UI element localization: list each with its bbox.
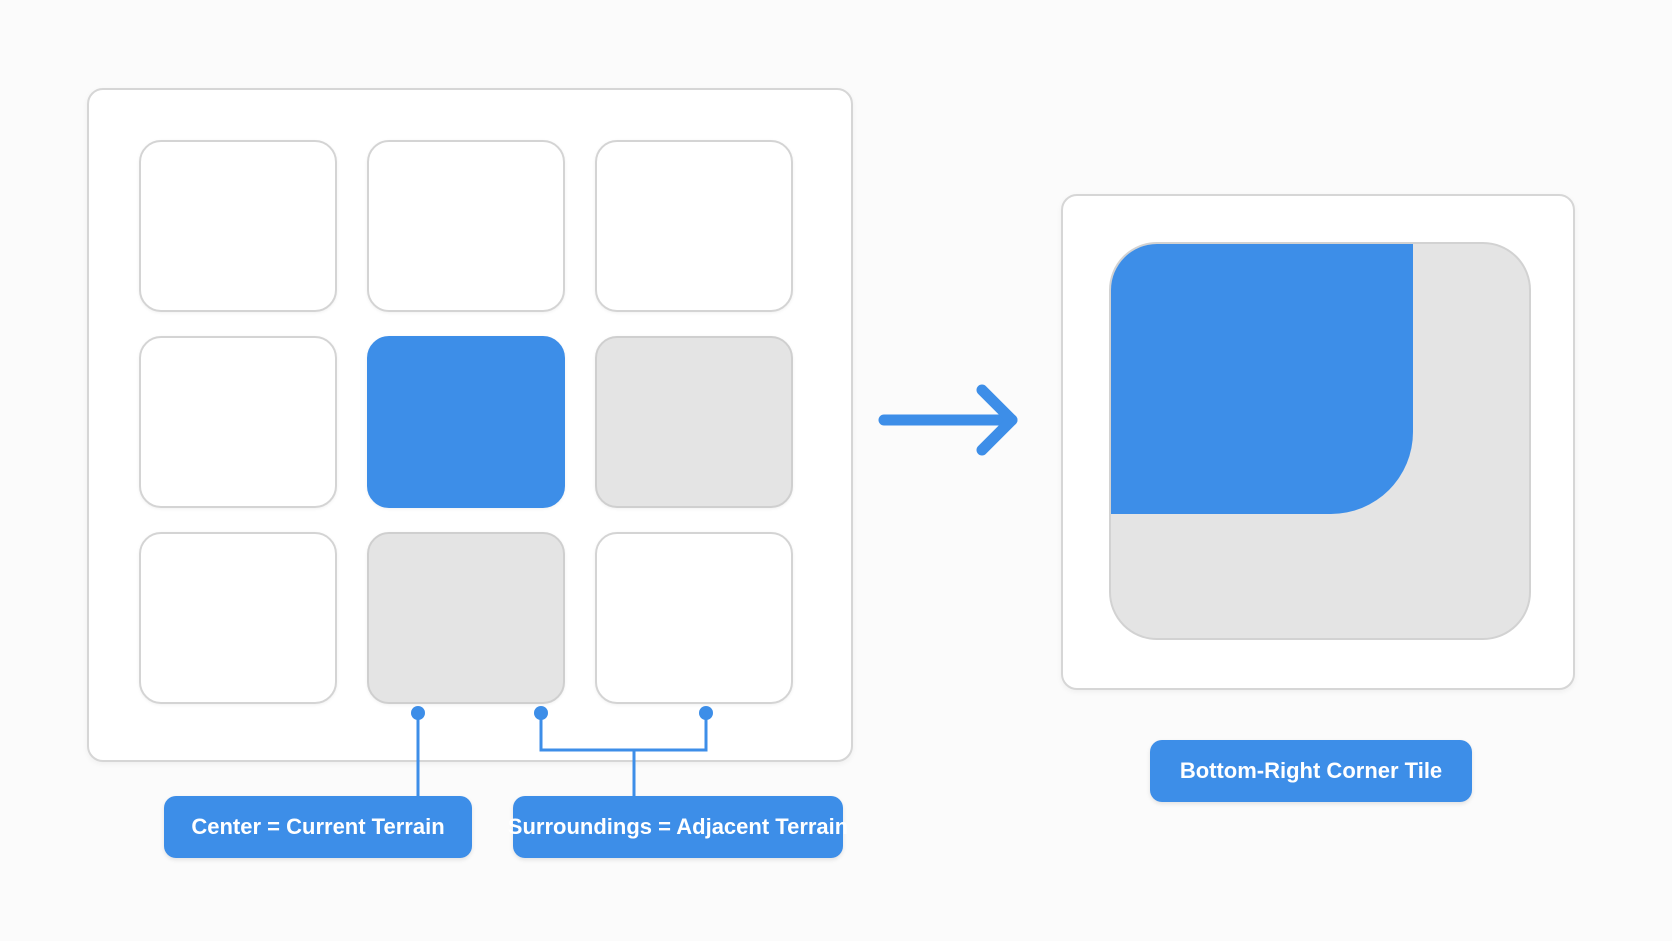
result-tile-panel bbox=[1061, 194, 1575, 690]
grid-cell-r3-c3-empty bbox=[595, 532, 793, 704]
grid-cell-r3-c2-adjacent bbox=[367, 532, 565, 704]
grid-cell-r1-c2-empty bbox=[367, 140, 565, 312]
terrain-grid-3x3 bbox=[139, 140, 793, 704]
grid-cell-r1-c3-empty bbox=[595, 140, 793, 312]
corner-tile bbox=[1109, 242, 1531, 640]
grid-cell-r1-c1-empty bbox=[139, 140, 337, 312]
grid-cell-r2-c1-empty bbox=[139, 336, 337, 508]
surroundings-bracket-line bbox=[539, 713, 708, 752]
connector-dot bbox=[411, 706, 425, 720]
connector-dot bbox=[699, 706, 713, 720]
result-label: Bottom-Right Corner Tile bbox=[1150, 740, 1472, 802]
surroundings-label: Surroundings = Adjacent Terrain bbox=[508, 796, 848, 858]
connector-dot bbox=[534, 706, 548, 720]
grid-cell-r2-c2-center bbox=[367, 336, 565, 508]
grid-cell-r2-c3-adjacent bbox=[595, 336, 793, 508]
corner-tile-terrain-fill bbox=[1111, 244, 1413, 514]
center-label: Center = Current Terrain bbox=[164, 796, 472, 858]
neighborhood-grid-panel bbox=[87, 88, 853, 762]
grid-cell-r3-c1-empty bbox=[139, 532, 337, 704]
arrow-right-icon bbox=[878, 384, 1018, 456]
